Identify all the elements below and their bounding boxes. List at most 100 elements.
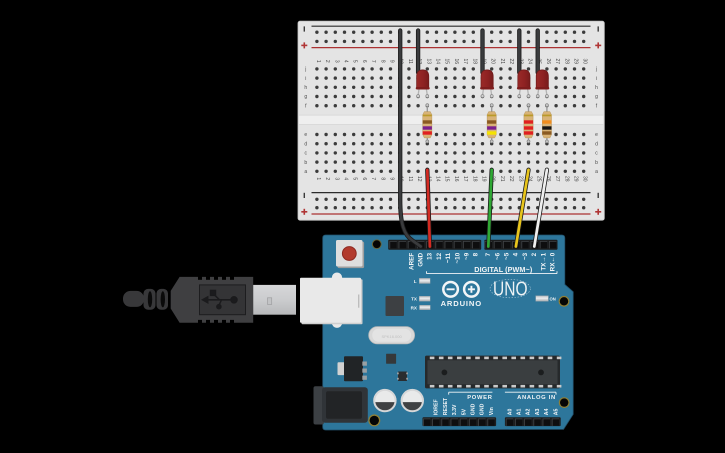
- svg-text:GND: GND: [480, 403, 486, 415]
- svg-text:8: 8: [379, 177, 385, 180]
- svg-text:Vin: Vin: [489, 407, 495, 415]
- svg-text:1: 1: [315, 177, 321, 180]
- svg-text:28: 28: [563, 59, 569, 65]
- svg-text:19: 19: [481, 176, 487, 182]
- svg-text:26: 26: [545, 176, 551, 182]
- svg-text:25: 25: [536, 176, 542, 182]
- svg-text:15: 15: [444, 176, 450, 182]
- svg-text:18: 18: [471, 59, 477, 65]
- svg-text:A1: A1: [517, 408, 523, 415]
- svg-text:14: 14: [435, 59, 441, 65]
- svg-text:7: 7: [370, 60, 376, 63]
- svg-text:d: d: [595, 141, 598, 147]
- svg-text:j: j: [304, 67, 306, 73]
- svg-text:~9: ~9: [464, 252, 471, 260]
- svg-text:A4: A4: [544, 408, 550, 415]
- svg-text:16: 16: [453, 176, 459, 182]
- svg-text:8: 8: [379, 60, 385, 63]
- svg-text:3: 3: [333, 177, 339, 180]
- svg-text:12: 12: [436, 252, 443, 260]
- svg-text:j: j: [595, 67, 597, 73]
- svg-text:9: 9: [389, 177, 395, 180]
- svg-text:21: 21: [499, 176, 505, 182]
- svg-text:28: 28: [563, 176, 569, 182]
- svg-text:ON: ON: [550, 296, 556, 301]
- svg-text:5: 5: [352, 60, 358, 63]
- svg-text:6: 6: [361, 177, 367, 180]
- svg-text:e: e: [304, 132, 307, 138]
- svg-text:b: b: [304, 160, 307, 166]
- svg-text:22: 22: [508, 59, 514, 65]
- svg-text:A2: A2: [526, 408, 532, 415]
- svg-text:23: 23: [517, 176, 523, 182]
- svg-text:IOREF: IOREF: [434, 399, 440, 415]
- svg-text:~6: ~6: [494, 252, 501, 260]
- svg-text:16: 16: [453, 59, 459, 65]
- svg-text:26: 26: [545, 59, 551, 65]
- svg-text:22: 22: [508, 176, 514, 182]
- svg-text:ANALOG IN: ANALOG IN: [517, 395, 556, 401]
- svg-text:UNO: UNO: [493, 278, 528, 301]
- svg-text:21: 21: [499, 59, 505, 65]
- svg-text:20: 20: [490, 59, 496, 65]
- svg-text:L: L: [414, 279, 417, 284]
- svg-text:DIGITAL (PWM~): DIGITAL (PWM~): [474, 265, 533, 274]
- svg-text:24: 24: [527, 59, 533, 65]
- svg-text:GND: GND: [471, 403, 477, 415]
- svg-text:f: f: [596, 103, 598, 109]
- svg-text:g: g: [595, 94, 598, 100]
- svg-text:c: c: [595, 151, 598, 157]
- svg-text:RESET: RESET: [443, 397, 449, 415]
- svg-text:5: 5: [352, 177, 358, 180]
- svg-text:8: 8: [473, 252, 480, 256]
- svg-text:29: 29: [573, 59, 579, 65]
- svg-text:g: g: [304, 94, 307, 100]
- svg-text:2: 2: [324, 60, 330, 63]
- svg-text:27: 27: [554, 59, 560, 65]
- svg-text:7: 7: [370, 177, 376, 180]
- svg-text:i: i: [305, 76, 306, 82]
- svg-text:3.3V: 3.3V: [452, 404, 458, 415]
- svg-text:A5: A5: [553, 408, 559, 415]
- svg-text:c: c: [305, 151, 308, 157]
- svg-text:A3: A3: [535, 408, 541, 415]
- svg-text:a: a: [304, 169, 307, 175]
- svg-text:4: 4: [343, 60, 349, 63]
- svg-text:~5: ~5: [504, 252, 511, 260]
- svg-text:i: i: [596, 76, 597, 82]
- svg-text:~10: ~10: [454, 252, 461, 263]
- svg-text:TX→1: TX→1: [540, 252, 547, 270]
- svg-text:RX←0: RX←0: [550, 252, 557, 271]
- svg-text:29: 29: [573, 176, 579, 182]
- svg-text:TX: TX: [411, 297, 418, 302]
- svg-text:RX: RX: [411, 306, 418, 311]
- svg-text:7: 7: [485, 252, 492, 256]
- svg-text:13: 13: [427, 252, 434, 260]
- svg-text:13: 13: [425, 59, 431, 65]
- svg-text:30: 30: [582, 59, 588, 65]
- svg-text:h: h: [304, 85, 307, 91]
- svg-text:4: 4: [343, 177, 349, 180]
- svg-text:5V: 5V: [461, 408, 467, 415]
- svg-text:4: 4: [513, 252, 520, 256]
- svg-text:3: 3: [333, 60, 339, 63]
- svg-text:6: 6: [361, 60, 367, 63]
- svg-text:~3: ~3: [522, 252, 529, 260]
- svg-text:2: 2: [531, 252, 538, 256]
- svg-text:27: 27: [554, 176, 560, 182]
- svg-text:18: 18: [471, 176, 477, 182]
- svg-text:h: h: [595, 85, 598, 91]
- svg-text:30: 30: [582, 176, 588, 182]
- svg-text:17: 17: [462, 176, 468, 182]
- svg-text:17: 17: [462, 59, 468, 65]
- svg-text:2: 2: [324, 177, 330, 180]
- svg-text:11: 11: [407, 176, 413, 181]
- svg-text:e: e: [595, 132, 598, 138]
- svg-text:GND: GND: [418, 252, 425, 266]
- svg-text:12: 12: [416, 176, 422, 182]
- svg-text:11: 11: [407, 59, 413, 64]
- svg-text:POWER: POWER: [467, 395, 493, 401]
- svg-text:d: d: [304, 141, 307, 147]
- svg-text:1: 1: [315, 60, 321, 63]
- svg-text:b: b: [595, 160, 598, 166]
